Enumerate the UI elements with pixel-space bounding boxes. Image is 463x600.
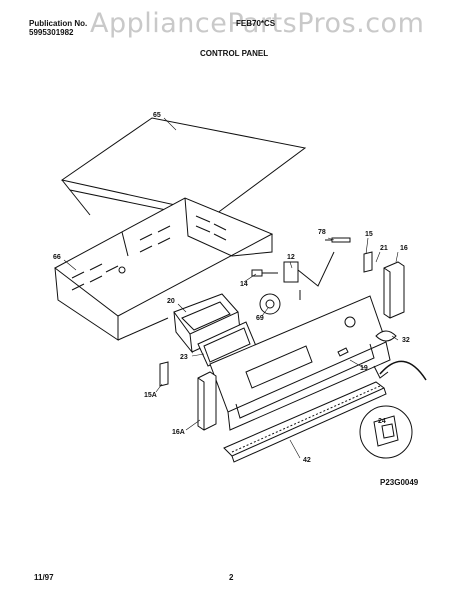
- callout-16a: 16A: [172, 429, 185, 436]
- callout-15: 15: [365, 231, 373, 238]
- part-78-probe: [325, 237, 351, 243]
- callout-69: 69: [256, 315, 264, 322]
- callout-20: 20: [167, 298, 175, 305]
- leader-lines: [63, 117, 399, 459]
- publication-label: Publication No.: [29, 19, 88, 28]
- control-panel-assembly: [209, 295, 391, 431]
- callout-23: 23: [180, 354, 188, 361]
- part-32-knob: [375, 330, 397, 342]
- callout-78: 78: [318, 229, 326, 236]
- part-16-end-cap: [383, 261, 405, 319]
- footer-date: 11/97: [34, 573, 54, 582]
- part-42-trim-strip: [223, 381, 387, 463]
- footer-page-number: 2: [229, 573, 234, 582]
- callout-65: 65: [153, 112, 161, 119]
- part-14-screw: [251, 269, 278, 277]
- publication-number: 5995301982: [29, 28, 74, 37]
- drawing-code: P23G0049: [380, 478, 419, 487]
- callout-24: 24: [378, 418, 386, 425]
- part-15-bracket: [363, 251, 373, 273]
- section-title: CONTROL PANEL: [200, 49, 269, 58]
- callout-labels: 65 66 78 15 21 16 12 14 20 69 32 23 19 1…: [53, 112, 410, 464]
- part-12-switch: [283, 251, 335, 300]
- part-69-connector: [259, 293, 281, 315]
- callout-42: 42: [303, 457, 311, 464]
- callout-16: 16: [400, 245, 408, 252]
- back-box-housing: [54, 197, 274, 341]
- callout-12: 12: [287, 254, 295, 261]
- callout-66: 66: [53, 254, 61, 261]
- callout-15a: 15A: [144, 392, 157, 399]
- watermark: AppliancePartsPros.com: [90, 8, 425, 39]
- detail-arrow: [373, 360, 427, 381]
- callout-32: 32: [402, 337, 410, 344]
- callout-21: 21: [380, 245, 388, 252]
- model-number: FEB70*CS: [236, 19, 276, 28]
- callout-14: 14: [240, 281, 248, 288]
- part-24-detail-inset: [359, 405, 413, 459]
- part-16a-end-cap: [197, 371, 217, 431]
- callout-19: 19: [360, 365, 368, 372]
- part-15a-bracket: [159, 361, 169, 387]
